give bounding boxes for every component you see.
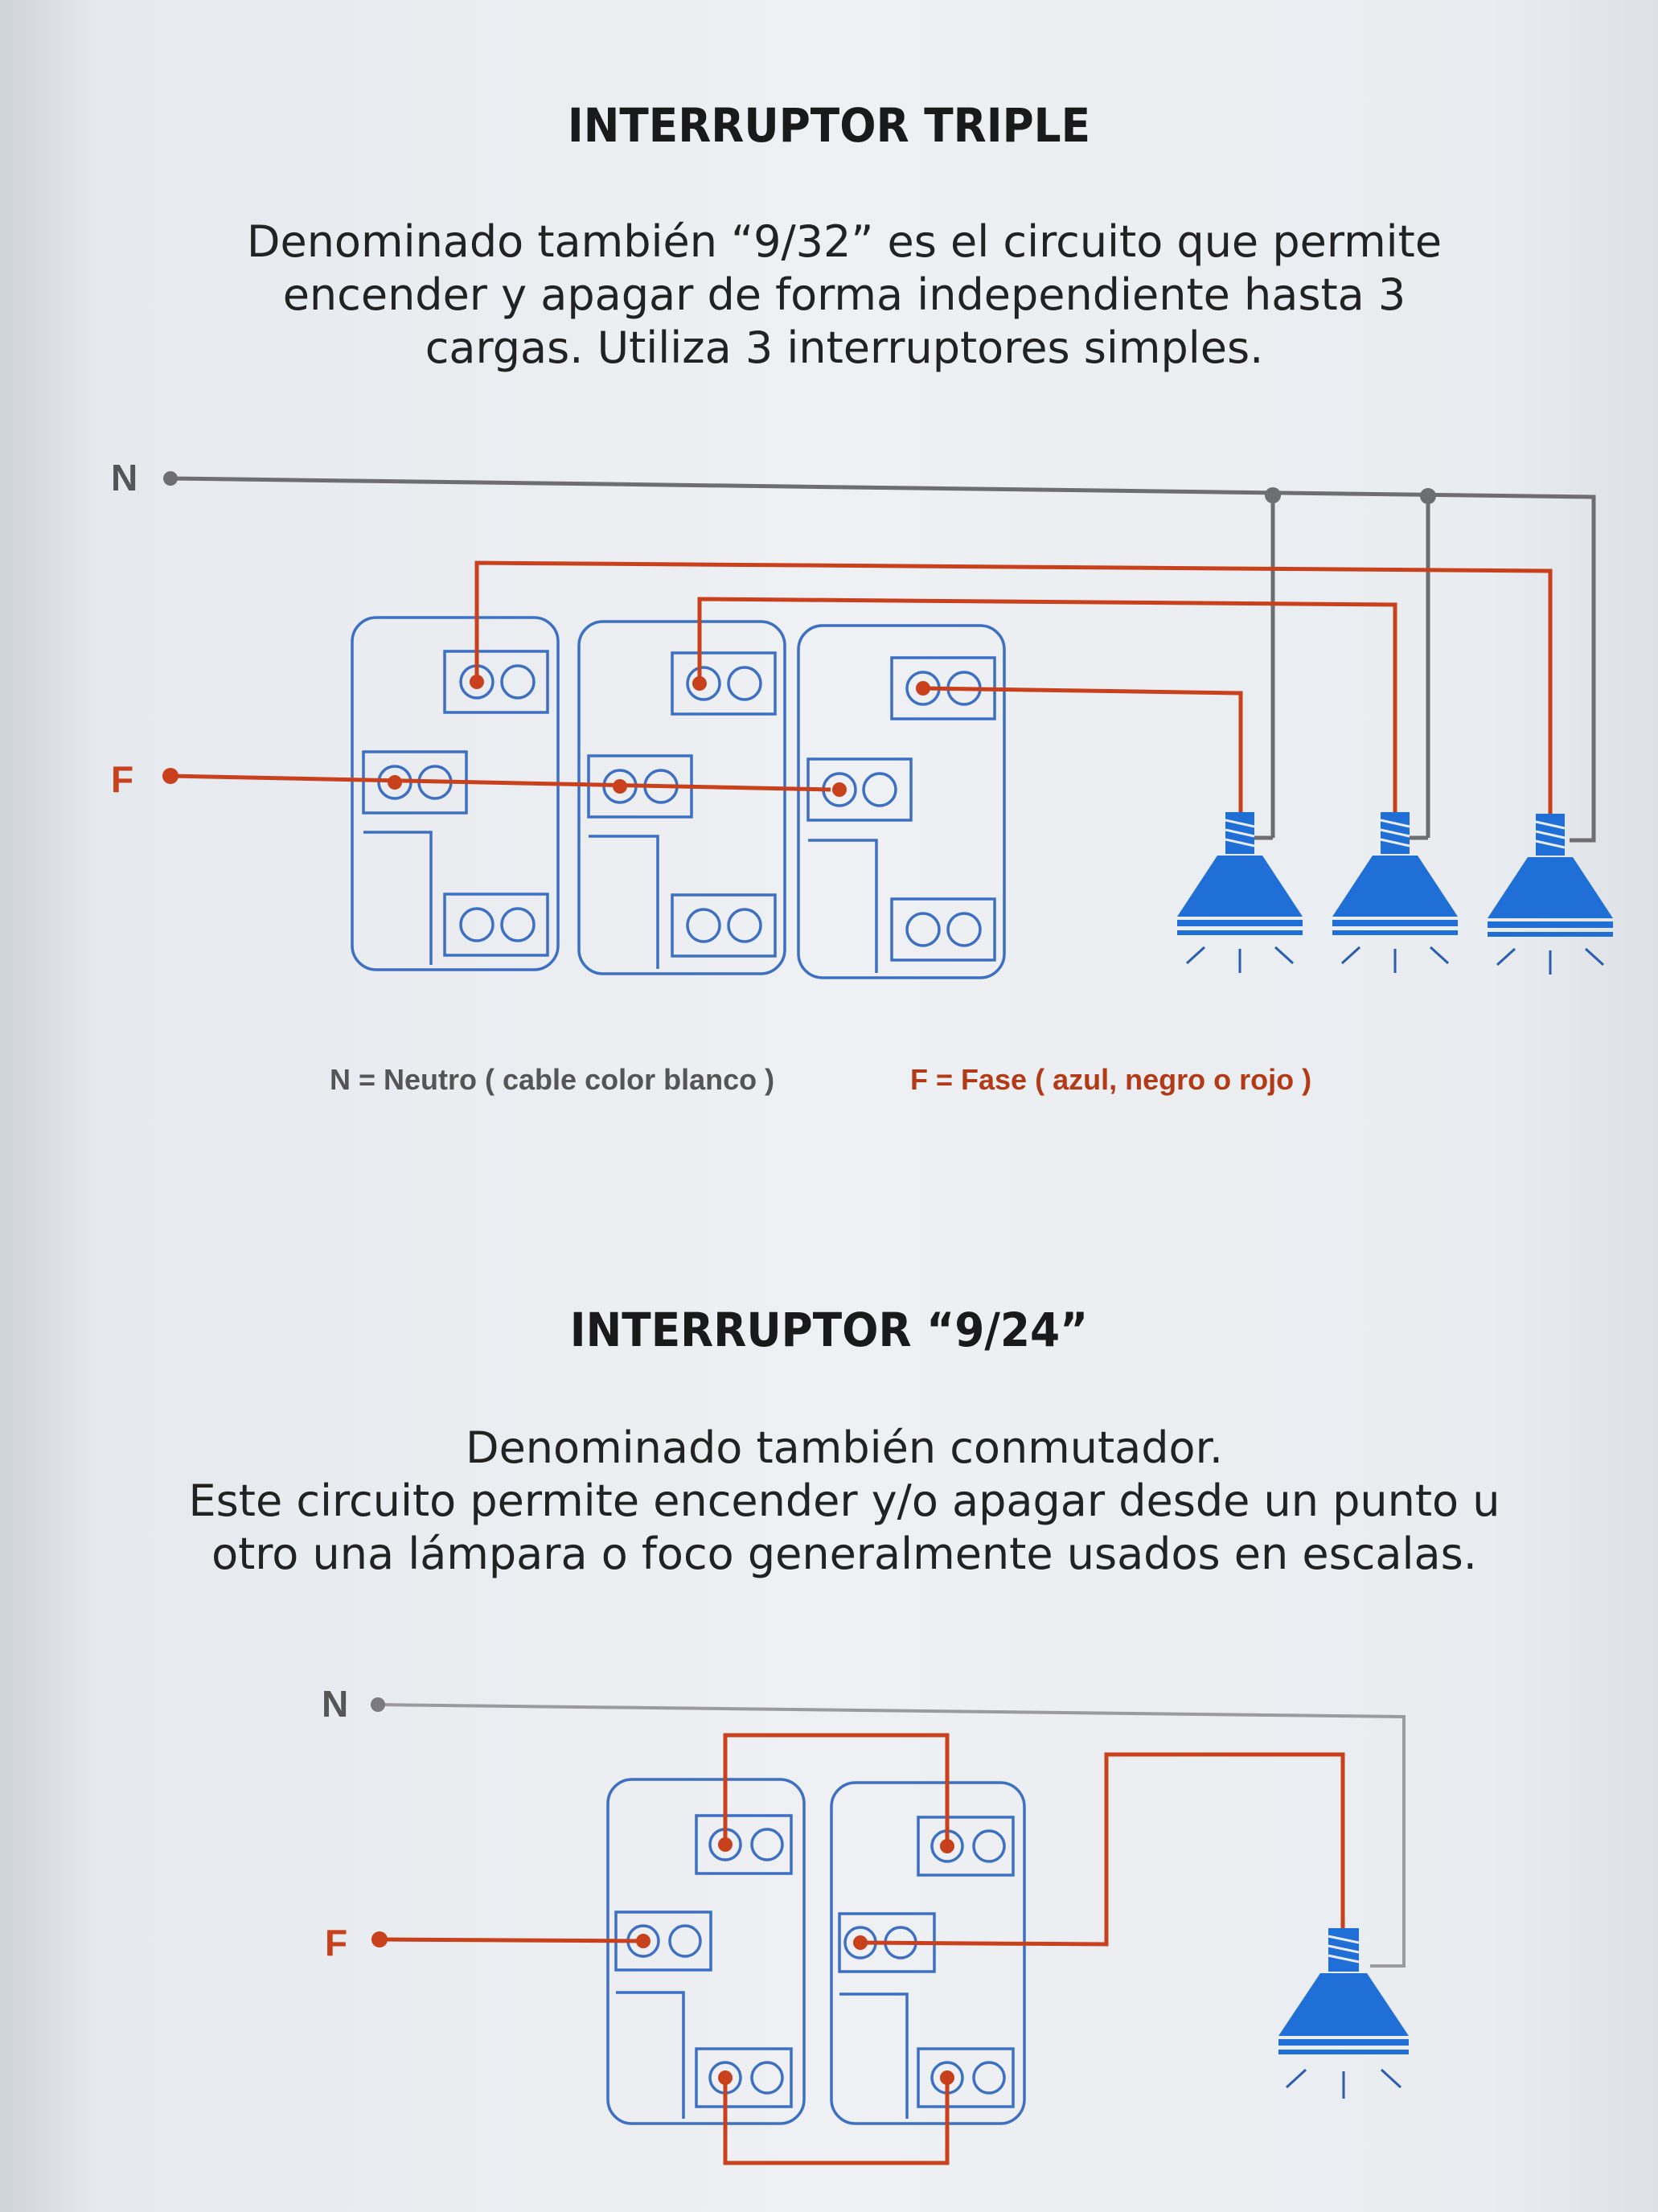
lamp-1: [1177, 812, 1303, 973]
diagram2-label-n: N: [322, 1683, 348, 1725]
diagram2-terminals: [626, 1828, 1006, 2095]
diagram1-neutral-junction-1: [1265, 487, 1281, 503]
section2-desc-line-1: Denominado también conmutador.: [466, 1422, 1223, 1473]
lamp-2: [1332, 812, 1458, 973]
switch-3-body: [797, 624, 1006, 979]
diagram1-label-f: F: [111, 758, 133, 800]
section2-desc-line-2: Este circuito permite encender y/o apaga…: [188, 1475, 1500, 1526]
diagram2-neutral-wires: [377, 1703, 1406, 1968]
diagram1-phase-wires: [170, 560, 1553, 844]
switch-b-body: [830, 1781, 1026, 2125]
diagram1-neutral-wires: [170, 476, 1596, 843]
switch-1-body: [351, 616, 560, 971]
section2-desc-line-3: otro una lámpara o foco generalmente usa…: [211, 1529, 1477, 1579]
diagram1-neutral-junction-2: [1420, 488, 1436, 504]
diagram2-label-f: F: [325, 1922, 347, 1964]
diagram2-phase-wires: [379, 1733, 1345, 2165]
diagram1-terminals: [377, 664, 982, 947]
diagram2-switches: [606, 1778, 1026, 2125]
lamp-3: [1488, 814, 1613, 975]
section1-description: Denominado también “9/32” es el circuito…: [129, 215, 1560, 375]
section2-title: INTERRUPTOR “9/24”: [569, 1303, 1089, 1357]
diagram1-neutral-terminal: [163, 471, 178, 486]
diagram2-phase-dots: [636, 1837, 954, 2085]
switch-a-body: [606, 1778, 806, 2125]
section1-desc-line-2: encender y apagar de forma independiente…: [282, 269, 1406, 320]
section1-desc-line-3: cargas. Utiliza 3 interruptores simples.: [425, 322, 1264, 373]
diagram1-switches: [351, 616, 1006, 979]
legend-neutral: N = Neutro ( cable color blanco ): [330, 1063, 775, 1096]
diagram1-label-n: N: [111, 457, 137, 499]
diagram1-phase-terminal: [162, 768, 179, 784]
diagram2-neutral-terminal: [371, 1697, 385, 1712]
legend-phase: F = Fase ( azul, negro o rojo ): [910, 1063, 1312, 1096]
section1-desc-line-1: Denominado también “9/32” es el circuito…: [246, 216, 1443, 267]
section2-description: Denominado también conmutador. Este circ…: [129, 1422, 1560, 1581]
switch-2-body: [577, 620, 786, 975]
diagram1-phase-dots: [388, 675, 930, 797]
lamp-single: [1278, 1928, 1409, 2099]
diagram2-phase-terminal: [371, 1931, 388, 1947]
section1-title: INTERRUPTOR TRIPLE: [567, 98, 1091, 153]
